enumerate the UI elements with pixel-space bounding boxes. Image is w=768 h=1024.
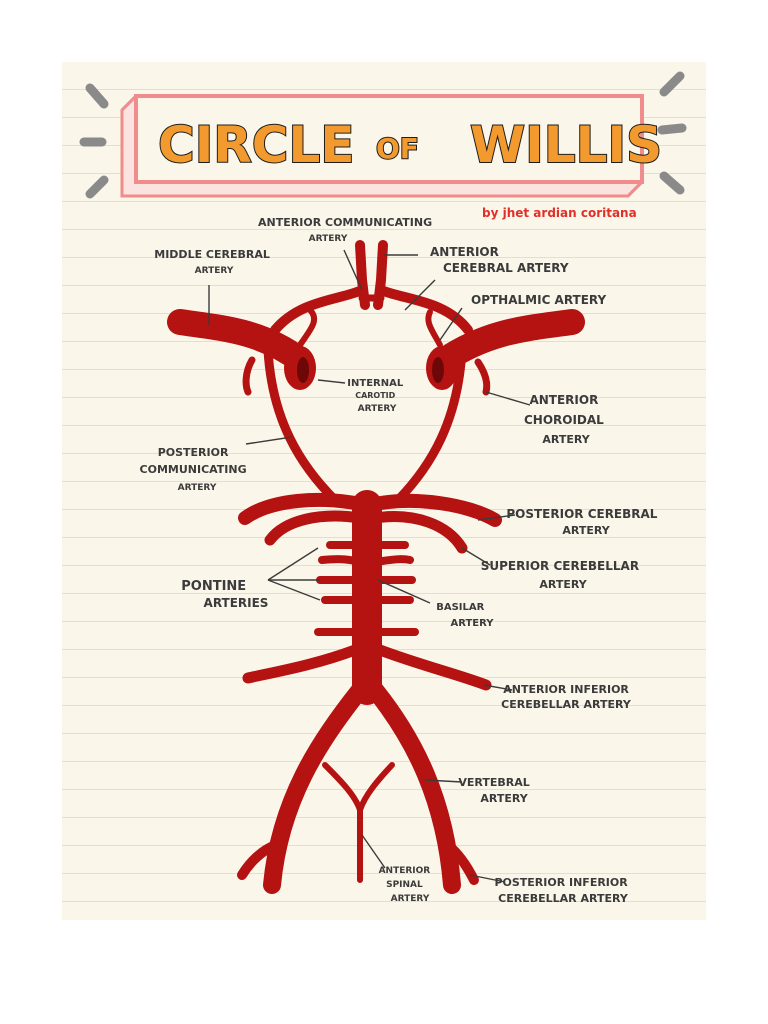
label-anterior-choroidal: ANTERIOR CHOROIDAL ARTERY <box>524 393 608 446</box>
label-posterior-communicating: POSTERIOR COMMUNICATING ARTERY <box>140 446 251 493</box>
posterior-communicating-artery-right <box>393 345 467 505</box>
author-credit: by jhet ardian coritana <box>482 206 637 220</box>
title-word-of: OF <box>376 132 419 165</box>
posterior-communicating-artery-left <box>263 345 340 505</box>
title-word-circle: CIRCLE <box>158 116 355 174</box>
labels: ANTERIOR COMMUNICATING ARTERY ANTERIOR C… <box>140 216 661 905</box>
notebook-paper <box>62 62 706 920</box>
title-word-willis: WILLIS <box>470 116 662 174</box>
label-superior-cerebellar: SUPERIOR CEREBELLAR ARTERY <box>481 559 644 591</box>
anterior-choroidal-artery-right <box>474 358 491 396</box>
a1-segment-right <box>376 285 473 335</box>
label-vertebral: VERTEBRAL ARTERY <box>458 776 533 805</box>
label-internal-carotid: INTERNAL CAROTID ARTERY <box>347 378 406 414</box>
label-posterior-inferior-cerebellar: POSTERIOR INFERIOR CEREBELLAR ARTERY <box>494 876 631 905</box>
label-ophthalmic: OPTHALMIC ARTERY <box>471 293 607 307</box>
arteries <box>167 240 585 894</box>
posterior-inferior-cerebellar-artery-right <box>443 840 479 885</box>
leader-lines <box>208 249 531 883</box>
label-anterior-spinal: ANTERIOR SPINAL ARTERY <box>379 866 434 904</box>
superior-cerebellar-artery-right <box>369 511 468 554</box>
label-anterior-communicating: ANTERIOR COMMUNICATING ARTERY <box>258 216 436 244</box>
posterior-cerebral-artery-left <box>238 492 372 525</box>
posterior-inferior-cerebellar-artery-left <box>237 840 281 880</box>
anterior-inferior-cerebellar-artery-left <box>242 644 361 684</box>
vertebral-artery-left <box>263 681 369 894</box>
label-pontine: PONTINE ARTERIES <box>181 579 268 610</box>
middle-cerebral-artery-left <box>167 309 313 373</box>
vertebral-artery-right <box>366 681 461 894</box>
pontine-artery-2 <box>318 555 414 566</box>
label-anterior-cerebral: ANTERIOR CEREBRAL ARTERY <box>430 245 569 275</box>
superior-cerebellar-artery-left <box>264 510 366 546</box>
anterior-spinal-artery <box>322 762 395 883</box>
internal-carotid-openings <box>284 346 458 390</box>
label-anterior-inferior-cerebellar: ANTERIOR INFERIOR CEREBELLAR ARTERY <box>501 683 633 711</box>
label-basilar: BASILAR ARTERY <box>436 602 494 629</box>
anterior-inferior-cerebellar-artery-right <box>374 644 492 691</box>
title-frame <box>120 94 644 198</box>
a1-segment-left <box>270 285 367 335</box>
label-posterior-cerebral: POSTERIOR CEREBRAL ARTERY <box>506 507 661 537</box>
label-middle-cerebral: MIDDLE CEREBRAL ARTERY <box>154 248 273 276</box>
posterior-cerebral-artery-right <box>363 494 502 527</box>
decorative-dashes <box>79 71 687 199</box>
anterior-choroidal-artery-left <box>242 356 256 396</box>
ophthalmic-artery-left <box>297 307 318 348</box>
ophthalmic-artery-right <box>425 309 443 348</box>
